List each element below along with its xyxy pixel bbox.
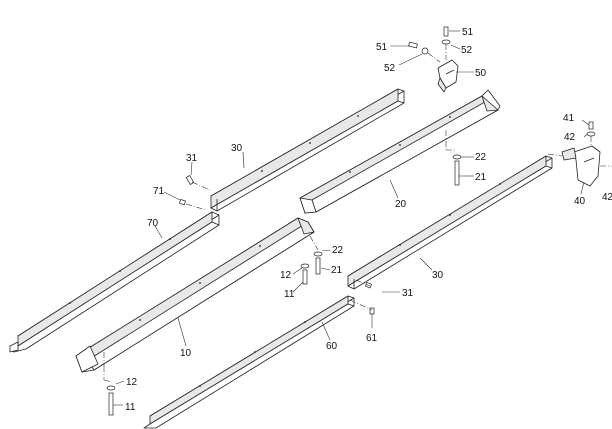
label-20: 20 xyxy=(395,199,407,210)
label-31-lower: 31 xyxy=(402,288,414,299)
label-11-middle: 11 xyxy=(284,289,295,300)
label-31-upper: 31 xyxy=(186,153,198,164)
label-51-left: 51 xyxy=(376,42,388,53)
label-22-right: 22 xyxy=(475,152,487,163)
label-50: 50 xyxy=(475,68,487,79)
label-51-top: 51 xyxy=(462,27,474,38)
label-21-right: 21 xyxy=(475,172,487,183)
part-20-triangular-beam xyxy=(299,89,501,214)
part-60-lower-rail xyxy=(143,295,355,429)
label-52-top: 52 xyxy=(461,45,473,56)
label-42-right: 42 xyxy=(602,192,612,203)
label-21-middle: 21 xyxy=(331,265,343,276)
fasteners xyxy=(103,130,462,416)
part-10-triangular-beam xyxy=(75,217,315,373)
label-30-lower: 30 xyxy=(432,270,444,281)
label-61: 61 xyxy=(366,333,378,344)
leader-lines xyxy=(113,30,590,406)
label-30-upper: 30 xyxy=(231,143,243,154)
label-42-upper: 42 xyxy=(564,132,576,143)
label-40: 40 xyxy=(574,196,586,207)
label-70: 70 xyxy=(147,218,159,229)
label-52-left: 52 xyxy=(384,63,396,74)
label-12-lower: 12 xyxy=(126,377,138,388)
part-30-lower-rail xyxy=(347,155,553,290)
hardware-51-52-top xyxy=(408,26,451,63)
label-12-middle: 12 xyxy=(280,270,292,281)
part-30-upper-rail xyxy=(210,88,405,212)
label-41: 41 xyxy=(563,113,575,124)
part-40-side-bracket xyxy=(547,121,612,187)
part-50-bracket xyxy=(437,59,459,93)
label-22-middle: 22 xyxy=(332,245,344,256)
label-10: 10 xyxy=(180,348,192,359)
callout-labels: 51 52 51 52 50 30 31 71 70 20 22 21 41 4… xyxy=(125,27,612,413)
part-70-left-rail xyxy=(9,211,220,353)
label-60: 60 xyxy=(326,341,338,352)
label-71: 71 xyxy=(153,186,165,197)
label-11-lower: 11 xyxy=(125,402,136,413)
